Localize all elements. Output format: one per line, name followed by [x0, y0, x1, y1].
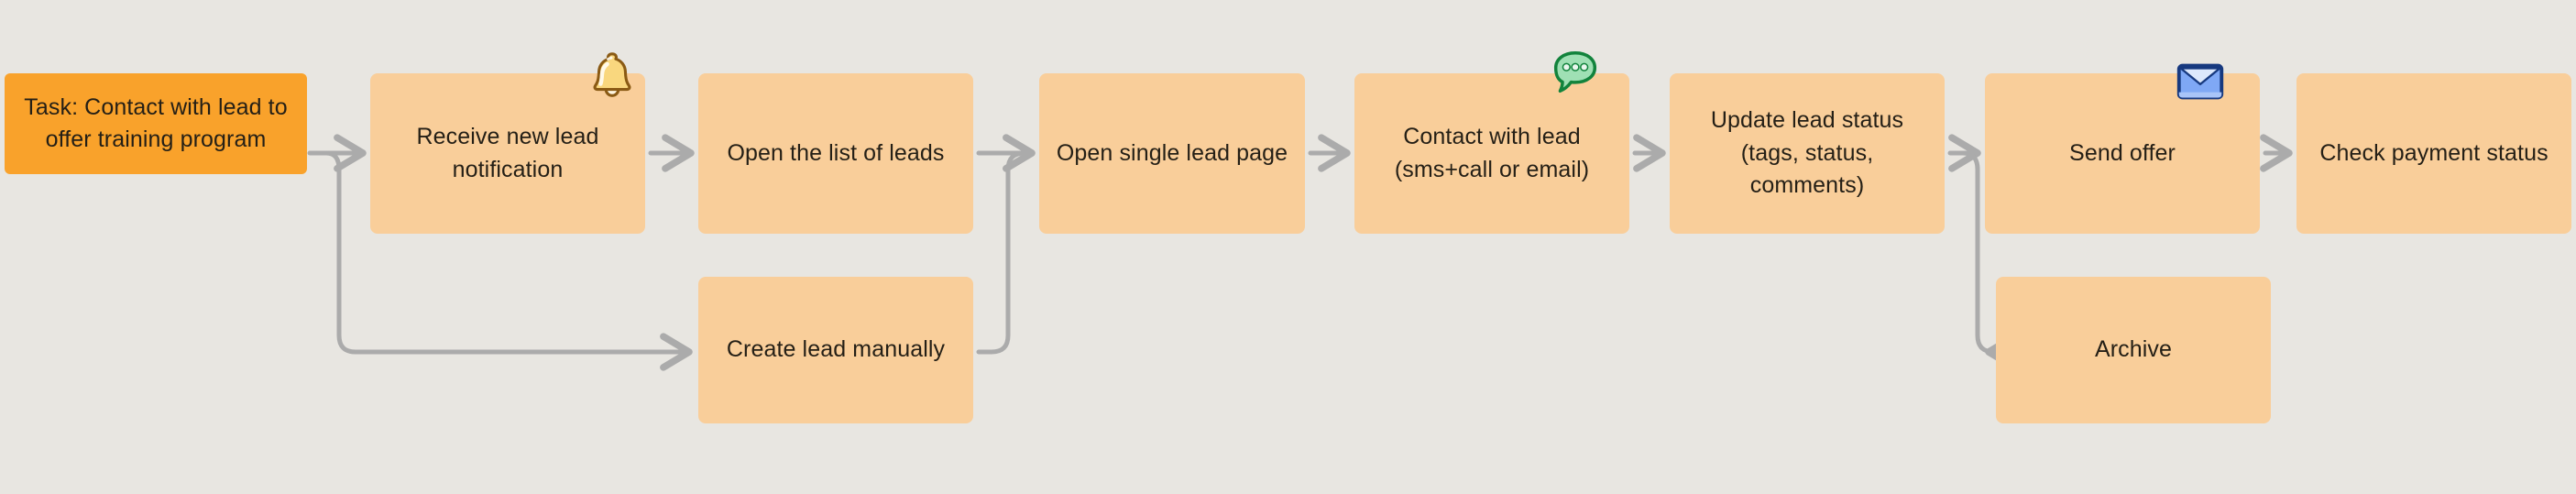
node-send-offer-label: Send offer [2069, 139, 2176, 166]
envelope-icon [2172, 53, 2229, 110]
node-check-payment-label: Check payment status [2319, 139, 2549, 166]
node-create-manually[interactable]: Create lead manually [698, 277, 973, 423]
node-task[interactable]: Task: Contact with lead to offer trainin… [5, 73, 307, 174]
node-send-offer[interactable]: Send offer [1985, 73, 2260, 234]
node-archive[interactable]: Archive [1996, 277, 2271, 423]
node-open-single[interactable]: Open single lead page [1039, 73, 1305, 234]
node-open-single-label: Open single lead page [1056, 139, 1288, 166]
node-open-list[interactable]: Open the list of leads [698, 73, 973, 234]
node-contact-lead[interactable]: Contact with lead (sms+call or email) [1354, 73, 1629, 234]
bell-icon [584, 48, 641, 104]
node-task-label: Task: Contact with lead to offer trainin… [24, 93, 288, 153]
node-check-payment[interactable]: Check payment status [2296, 73, 2571, 234]
node-update-status-label: Update lead status (tags, status, commen… [1710, 107, 1904, 199]
node-archive-label: Archive [2094, 336, 2173, 363]
node-create-manually-label: Create lead manually [726, 336, 946, 363]
speech-balloon-icon [1547, 46, 1604, 103]
node-receive-notification-label: Receive new lead notification [416, 124, 599, 182]
edge-create-manually-to-open-single [976, 134, 1036, 355]
node-open-list-label: Open the list of leads [727, 139, 945, 166]
node-contact-lead-label: Contact with lead (sms+call or email) [1394, 124, 1590, 182]
node-update-status[interactable]: Update lead status (tags, status, commen… [1670, 73, 1945, 234]
